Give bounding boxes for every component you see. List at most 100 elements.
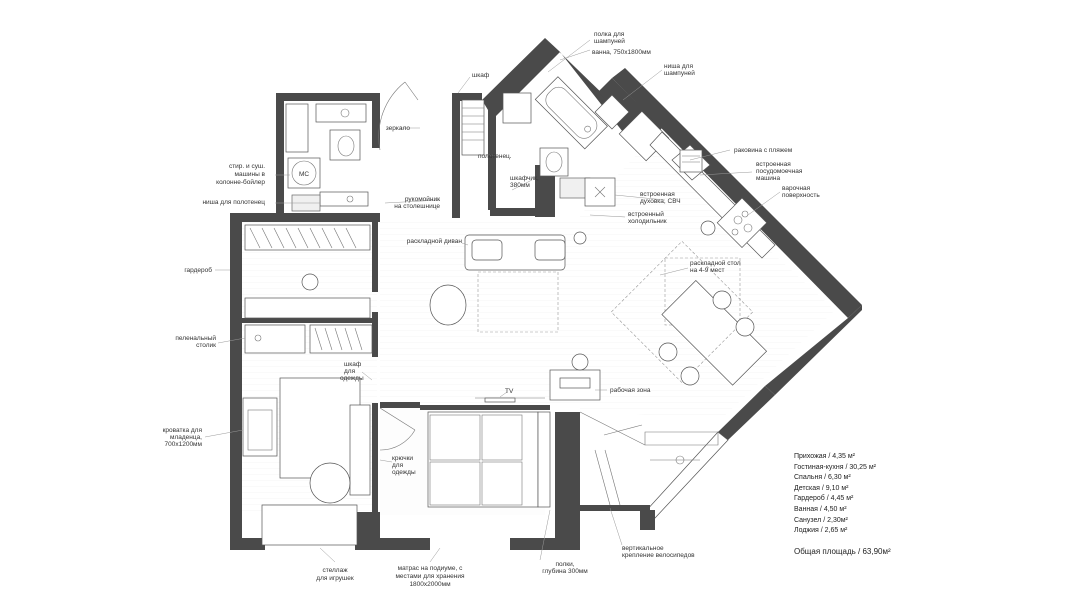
area-sep: /: [824, 495, 831, 503]
label-hooks-3: одежды: [392, 469, 416, 476]
area-name: Детская: [794, 484, 820, 492]
wardrobe-room: [244, 224, 371, 319]
label-crib-1: кроватка для: [163, 427, 203, 434]
label-hob-1: варочная: [782, 185, 811, 192]
total-area-value: 63,90м²: [862, 546, 891, 556]
area-row: Ванная / 4,50 м²: [794, 505, 934, 516]
label-changing-table-2: столик: [196, 342, 216, 349]
area-value: 4,45 м²: [830, 495, 854, 503]
label-washbasin-1: рукомойник: [405, 195, 440, 203]
label-shampoo-shelf-1: полка для: [594, 31, 625, 38]
label-washer-2: машины в: [235, 171, 266, 178]
area-name: Лоджия: [794, 527, 819, 535]
area-value: 2,65 м²: [824, 527, 848, 535]
label-changing-table-1: пеленальный: [175, 334, 216, 342]
living-area: [429, 234, 601, 403]
label-washer-3: колонне-бойлер: [216, 178, 265, 186]
label-shampoo-shelf-2: шампуней: [594, 37, 625, 45]
label-crib-3: 700х1200мм: [165, 441, 203, 448]
label-mattress-3: 1800х2000мм: [409, 581, 451, 588]
area-row: Детская / 9,10 м²: [794, 484, 934, 495]
label-hob-2: поверхность: [782, 192, 820, 199]
label-shelves-2: глубина 300мм: [542, 567, 588, 575]
label-dishwasher-1: встроенная: [756, 161, 791, 168]
label-dining-table-1: раскладной стол: [690, 259, 741, 267]
area-row: Гостиная-кухня / 30,25 м²: [794, 463, 934, 474]
label-fridge-2: холодильник: [628, 218, 667, 225]
area-value: 9,10 м²: [825, 484, 849, 492]
area-name: Гостиная-кухня: [794, 463, 844, 471]
area-value: 4,35 м²: [832, 453, 855, 460]
label-towel-niche: ниша для полотенец: [202, 199, 265, 206]
area-name: Прихожая: [794, 453, 827, 460]
label-closet-1: шкаф: [344, 361, 362, 368]
area-sep: /: [843, 463, 850, 471]
label-closet-2: для: [344, 368, 356, 375]
label-shampoo-niche-1: ниша для: [664, 63, 693, 70]
area-row: Спальня / 6,30 м²: [794, 473, 934, 484]
label-cabinet-1: шкафчик,: [510, 175, 539, 182]
area-value: 2,30м²: [827, 516, 848, 524]
dining-area: [610, 240, 768, 386]
label-toy-rack-2: для игрушек: [316, 575, 354, 582]
label-fridge-1: встроенный: [628, 210, 664, 218]
label-wardrobe-room: гардероб: [184, 266, 212, 274]
label-bathtub: ванна, 750х1800мм: [592, 49, 651, 56]
label-wardrobe-top: шкаф: [472, 72, 490, 79]
label-cabinet-2: 380мм: [510, 182, 530, 189]
label-washbasin-2: на столешнице: [394, 203, 440, 210]
label-shelves-1: полки,: [555, 561, 574, 568]
total-area: Общая площадь / 63,90м²: [794, 547, 934, 558]
area-sep: /: [822, 474, 828, 482]
loggia: [594, 424, 700, 506]
bathroom-left: МС: [285, 103, 369, 212]
area-sep: /: [818, 527, 825, 535]
area-sep: /: [817, 505, 824, 513]
area-value: 30,25 м²: [849, 463, 876, 471]
area-row: Санузел / 2,30м²: [794, 516, 934, 527]
area-row: Гардероб / 4,45 м²: [794, 494, 934, 505]
label-hooks-2: для: [392, 462, 404, 469]
label-oven-2: духовка, СВЧ: [640, 198, 681, 205]
label-bike-mount-2: крепление велосипедов: [622, 552, 695, 559]
area-name: Гардероб: [794, 495, 825, 503]
label-dining-table-2: на 4-9 мест: [690, 267, 725, 274]
entry-door: [378, 81, 485, 156]
leader-lines: [204, 39, 781, 563]
label-hooks-1: крючки: [392, 455, 413, 462]
label-dishwasher-3: машина: [756, 175, 781, 182]
bedroom: [379, 407, 551, 508]
label-toy-rack-1: стеллаж: [322, 567, 348, 574]
label-mattress-1: матрас на подиуме, с: [398, 565, 464, 572]
area-sep: /: [826, 453, 833, 460]
label-mirror: зеркало: [386, 125, 411, 132]
area-row: Прихожая / 4,35 м²: [794, 452, 934, 463]
label-oven-1: встроенная: [640, 191, 675, 198]
label-crib-2: младенца,: [170, 434, 202, 441]
label-sink: раковина с пляжем: [734, 147, 793, 154]
label-bike-mount-1: вертикальное: [622, 545, 664, 552]
area-name: Спальня: [794, 474, 823, 482]
label-dishwasher-2: посудомоечная: [756, 168, 803, 175]
label-tv: TV: [505, 388, 514, 395]
label-work-zone: рабочая зона: [610, 386, 651, 394]
label-shampoo-niche-2: шампуней: [664, 69, 695, 77]
area-name: Санузел: [794, 516, 822, 524]
label-sofa-bed: раскладной диван: [407, 237, 463, 245]
bathroom-diagonal: [502, 76, 670, 207]
label-towel-dryer: полотенец.: [478, 153, 512, 160]
annotations: полка для шампуней ванна, 750х1800мм ниш…: [163, 31, 821, 588]
area-value: 4,50 м²: [823, 505, 847, 513]
area-row: Лоджия / 2,65 м²: [794, 526, 934, 537]
total-area-sep: /: [858, 546, 863, 556]
area-sep: /: [819, 484, 826, 492]
area-name: Ванная: [794, 505, 818, 513]
area-sep: /: [821, 516, 828, 524]
washer-symbol: МС: [299, 171, 309, 178]
label-closet-3: одежды: [340, 375, 364, 382]
childrens-room: [242, 324, 373, 546]
area-value: 6,30 м²: [827, 474, 851, 482]
